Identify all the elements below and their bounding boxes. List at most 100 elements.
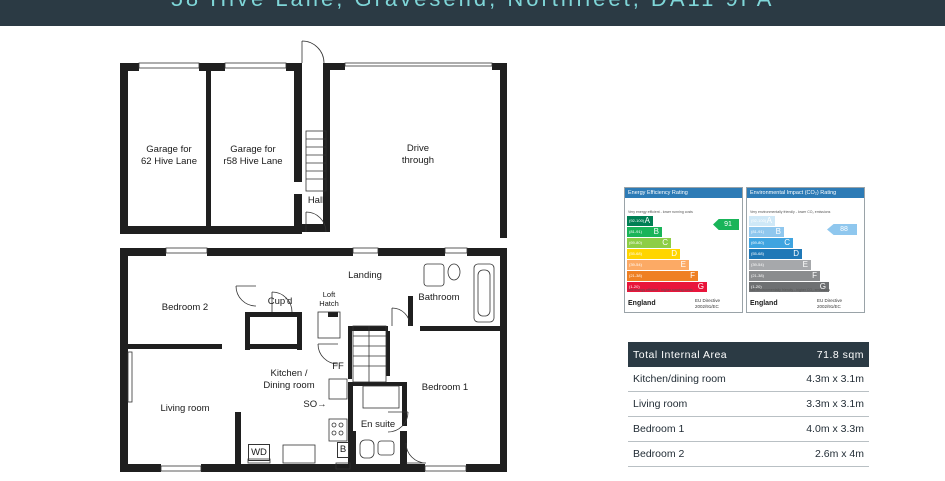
energy-efficiency-title: Energy Efficiency Rating (625, 188, 742, 198)
rating-band-b: (81-91)B (749, 227, 784, 237)
room-label-line: 62 Hive Lane (141, 156, 197, 167)
rating-band-range: (21-38) (629, 273, 642, 278)
environmental-directive: EU Directive 2002/91/EC (817, 298, 842, 309)
room-dimensions: 4.0m x 3.3m (806, 423, 864, 435)
room-dimensions: 3.3m x 3.1m (806, 398, 864, 410)
floor-plan: Garage for 62 Hive Lane Garage for r58 H… (0, 26, 600, 481)
energy-country: England (628, 300, 656, 307)
directive-line: 2002/91/EC (695, 303, 719, 309)
area-table-row: Living room 3.3m x 3.1m (628, 392, 869, 417)
room-label-line: Drive (406, 143, 430, 154)
room-label-bedroom-2: Bedroom 2 (161, 302, 209, 313)
room-label-garage-62: Garage for 62 Hive Lane (132, 144, 206, 168)
room-label-line: r58 Hive Lane (223, 156, 283, 167)
rating-band-f: (21-38) F (627, 271, 698, 281)
area-table-header: Total Internal Area 71.8 sqm (628, 342, 869, 367)
rating-band-letter: D (671, 249, 677, 258)
energy-directive: EU Directive 2002/91/EC (695, 298, 720, 309)
rating-band-d: (55-68) D (627, 249, 680, 259)
total-area-label: Total Internal Area (633, 348, 728, 361)
energy-bottom-note: Not energy efficient - higher running co… (628, 288, 693, 292)
rating-band-c: (69-80) C (749, 238, 793, 248)
room-label-cupd: Cup'd (267, 296, 293, 307)
rating-band-letter: C (662, 238, 668, 247)
room-label-bathroom: Bathroom (418, 292, 460, 303)
environmental-impact-rating-card: Environmental Impact (CO₂) Rating Very e… (746, 187, 865, 313)
internal-area-table: Total Internal Area 71.8 sqm Kitchen/din… (628, 342, 869, 467)
rating-band-e: (39-54) E (749, 260, 811, 270)
property-address: 58 Hive Lane, Gravesend, Northfleet, DA1… (0, 0, 945, 12)
room-label-line: Loft (322, 290, 336, 299)
rating-band-range: (81-91) (751, 229, 764, 234)
rating-band-d: (55-68)D (749, 249, 802, 259)
rating-band-range: (1-20) (751, 284, 762, 289)
room-label-b: B (337, 442, 349, 458)
floor-plan-drawing (120, 40, 507, 472)
room-label-so: SO→ (303, 399, 327, 410)
rating-band-letter: G (819, 282, 826, 291)
rating-band-letter: B (653, 227, 659, 236)
rating-band-letter: F (690, 271, 695, 280)
rating-band-range: (69-80) (751, 240, 764, 245)
rating-band-range: (55-68) (629, 251, 642, 256)
environmental-top-note: Very environmentally friendly - lower CO… (750, 210, 831, 214)
rating-band-range: (55-68) (751, 251, 764, 256)
rating-band-g: (1-20) G (627, 282, 707, 292)
room-dimensions: 4.3m x 3.1m (806, 373, 864, 385)
room-label-en-suite: En suite (360, 419, 396, 430)
room-name: Living room (633, 398, 688, 410)
rating-band-range: (39-54) (751, 262, 764, 267)
directive-line: EU Directive (817, 298, 843, 303)
environmental-current-score: 88 (827, 224, 857, 235)
room-label-line: Garage for (146, 144, 192, 155)
environmental-country: England (750, 300, 778, 307)
rating-band-letter: E (680, 260, 686, 269)
room-label-garage-58: Garage for r58 Hive Lane (214, 144, 292, 168)
room-label-loft-hatch: Loft Hatch (318, 290, 340, 308)
room-label-wd: WD (248, 444, 270, 461)
room-label-line: Dining room (263, 380, 315, 391)
area-table-row: Bedroom 1 4.0m x 3.3m (628, 417, 869, 442)
area-table-row: Kitchen/dining room 4.3m x 3.1m (628, 367, 869, 392)
rating-band-range: (69-80) (629, 240, 642, 245)
rating-band-c: (69-80) C (627, 238, 671, 248)
rating-band-b: (81-91) B (627, 227, 662, 237)
page-header: 58 Hive Lane, Gravesend, Northfleet, DA1… (0, 0, 945, 26)
rating-band-f: (21-38)F (749, 271, 820, 281)
directive-line: EU Directive (695, 298, 721, 303)
room-label-line: Hatch (319, 299, 339, 308)
rating-band-range: (92-100) (751, 218, 767, 223)
rating-band-a: (92-100)A (749, 216, 775, 226)
rating-band-letter: G (697, 282, 704, 291)
room-label-landing: Landing (348, 270, 382, 281)
room-dimensions: 2.6m x 4m (814, 448, 864, 460)
rating-band-range: (21-38) (751, 273, 764, 278)
environmental-impact-title: Environmental Impact (CO₂) Rating (747, 188, 864, 198)
energy-current-score: 91 (713, 219, 739, 230)
rating-band-a: (92-100)A (627, 216, 653, 226)
room-label-hall: Hall (307, 195, 325, 206)
room-label-ff: FF (332, 361, 344, 372)
room-name: Bedroom 1 (633, 423, 685, 435)
room-label-drive: Drive through (388, 143, 448, 167)
rating-band-range: (1-20) (629, 284, 640, 289)
rating-band-range: (81-91) (629, 229, 642, 234)
energy-top-note: Very energy efficient - lower running co… (628, 210, 693, 214)
rating-band-letter: C (784, 238, 790, 247)
environmental-bottom-note: Not environmentally friendly - higher CO… (750, 288, 831, 292)
total-area-value: 71.8 sqm (816, 348, 864, 361)
room-label-bedroom-1: Bedroom 1 (421, 382, 469, 393)
rating-band-e: (39-54)E (627, 260, 689, 270)
rating-band-g: (1-20) G (749, 282, 829, 292)
room-name: Bedroom 2 (633, 448, 685, 460)
room-label-kitchen: Kitchen / Dining room (256, 368, 322, 392)
area-table-row: Bedroom 2 2.6m x 4m (628, 442, 869, 467)
room-label-line: Kitchen / (270, 368, 308, 379)
directive-line: 2002/91/EC (817, 303, 841, 309)
rating-band-letter: A (644, 216, 650, 225)
room-label-line: through (401, 155, 435, 166)
room-label-line: Garage for (230, 144, 276, 155)
rating-band-letter: A (766, 216, 772, 225)
rating-band-letter: E (802, 260, 808, 269)
room-label-living-room: Living room (160, 403, 210, 414)
